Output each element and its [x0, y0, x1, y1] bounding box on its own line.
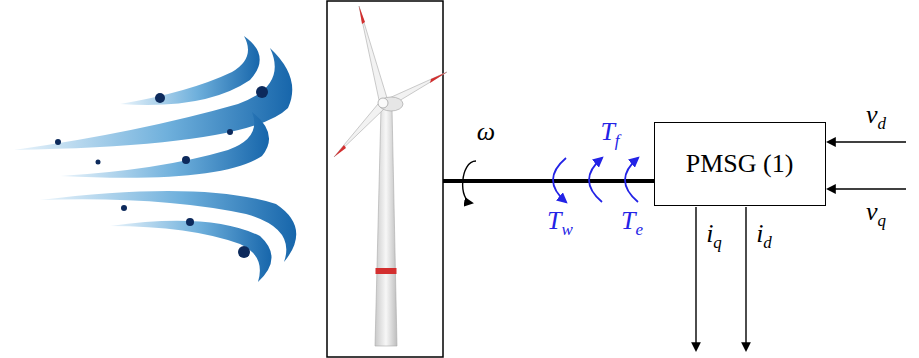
turbine-tower	[375, 108, 397, 346]
wind-dot	[121, 205, 127, 211]
signal-name: vq	[866, 195, 886, 232]
rotation-arrow	[463, 161, 476, 203]
output-arrow	[745, 207, 746, 350]
tower-band	[376, 268, 397, 274]
torque-arrow	[589, 158, 602, 202]
wind-dot	[182, 156, 190, 164]
wind-swoosh	[120, 36, 260, 105]
output-arrow	[695, 207, 696, 350]
wind-dot	[55, 139, 61, 145]
blade-tip	[334, 145, 346, 157]
wind-turbine	[334, 6, 447, 346]
turbine-nacelle	[379, 97, 403, 111]
wind-swoosh	[110, 221, 272, 282]
wind-dot	[238, 246, 250, 258]
wind-dot	[186, 218, 194, 226]
wind-dot	[155, 93, 165, 103]
signal-name: id	[756, 217, 772, 254]
turbine-hub	[378, 98, 388, 108]
torque-symbol: Tw	[547, 204, 573, 241]
generator-box: PMSG (1)	[654, 122, 826, 206]
turbine-frame	[327, 1, 443, 357]
torque-arrow	[553, 158, 566, 202]
input-arrow	[828, 141, 906, 142]
turbine-blade	[334, 104, 384, 157]
speed-symbol: ω	[477, 115, 495, 152]
input-arrow	[828, 188, 906, 189]
blade-tip	[430, 72, 447, 83]
wind-dot	[227, 129, 233, 135]
torque-arrow	[625, 158, 638, 202]
torque-symbol: Te	[621, 204, 643, 241]
torque-symbol: Tf	[600, 115, 619, 152]
box-label: PMSG (1)	[686, 150, 794, 179]
shaft	[443, 179, 654, 183]
wind-dot	[96, 160, 101, 165]
signal-name: iq	[706, 217, 722, 254]
blade-tip	[359, 6, 365, 24]
wind-dot	[256, 86, 268, 98]
turbine-blade	[359, 6, 387, 100]
wind-swirl	[14, 36, 296, 282]
wind-swoosh	[60, 112, 269, 178]
signal-name: vd	[866, 98, 886, 135]
